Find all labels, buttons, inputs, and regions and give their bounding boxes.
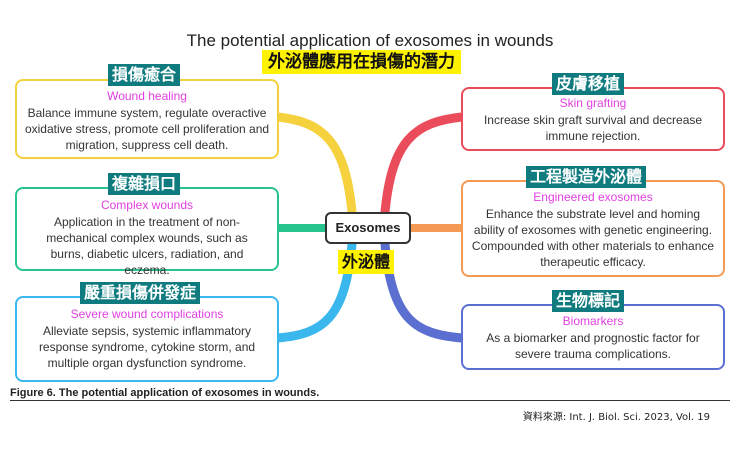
node-skin-grafting: Skin grafting Increase skin graft surviv…	[461, 87, 725, 151]
node-skin-grafting-subtitle: Skin grafting	[559, 96, 627, 110]
node-wound-healing-label-zh: 損傷癒合	[108, 64, 181, 86]
node-biomarkers-description: As a biomarker and prognostic factor for…	[486, 331, 700, 361]
node-biomarkers: Biomarkers As a biomarker and prognostic…	[461, 304, 725, 370]
node-biomarkers-subtitle: Biomarkers	[562, 314, 624, 328]
center-node-label-zh: 外泌體	[338, 250, 395, 274]
node-wound-healing-description: Balance immune system, regulate overacti…	[24, 106, 270, 152]
figure-caption: Figure 6. The potential application of e…	[10, 387, 320, 399]
figure-title-chinese: 外泌體應用在損傷的潛力	[262, 50, 461, 74]
node-severe-complications-label-zh: 嚴重損傷併發症	[80, 282, 201, 304]
node-engineered-exosomes: Engineered exosomes Enhance the substrat…	[461, 180, 725, 277]
node-engineered-exosomes-label-zh: 工程製造外泌體	[526, 166, 647, 188]
node-severe-complications-description: Alleviate sepsis, systemic inflammatory …	[38, 324, 256, 370]
node-complex-wounds-subtitle: Complex wounds	[100, 198, 194, 212]
center-node: Exosomes	[325, 212, 411, 244]
branch-skin-grafting	[380, 112, 467, 217]
node-skin-grafting-label-zh: 皮膚移植	[552, 73, 625, 95]
node-engineered-exosomes-description: Enhance the substrate level and homing a…	[471, 207, 715, 269]
node-complex-wounds: Complex wounds Application in the treatm…	[15, 187, 279, 277]
branch-wound-healing	[273, 112, 357, 217]
figure-title: The potential application of exosomes in…	[186, 31, 554, 50]
node-complex-wounds-label-zh: 複雜損口	[108, 173, 181, 195]
node-severe-complications: Severe wound complications Alleviate sep…	[15, 296, 279, 382]
caption-divider	[10, 400, 730, 401]
node-wound-healing-subtitle: Wound healing	[107, 89, 187, 103]
node-engineered-exosomes-subtitle: Engineered exosomes	[533, 190, 653, 204]
node-biomarkers-label-zh: 生物標記	[552, 290, 625, 312]
node-skin-grafting-description: Increase skin graft survival and decreas…	[483, 113, 703, 143]
source-citation: 資料來源: Int. J. Biol. Sci. 2023, Vol. 19	[522, 412, 710, 423]
node-complex-wounds-description: Application in the treatment of non-mech…	[46, 215, 248, 277]
node-wound-healing: Wound healing Balance immune system, reg…	[15, 79, 279, 159]
node-severe-complications-subtitle: Severe wound complications	[70, 307, 224, 321]
branch-biomarkers	[380, 239, 467, 343]
